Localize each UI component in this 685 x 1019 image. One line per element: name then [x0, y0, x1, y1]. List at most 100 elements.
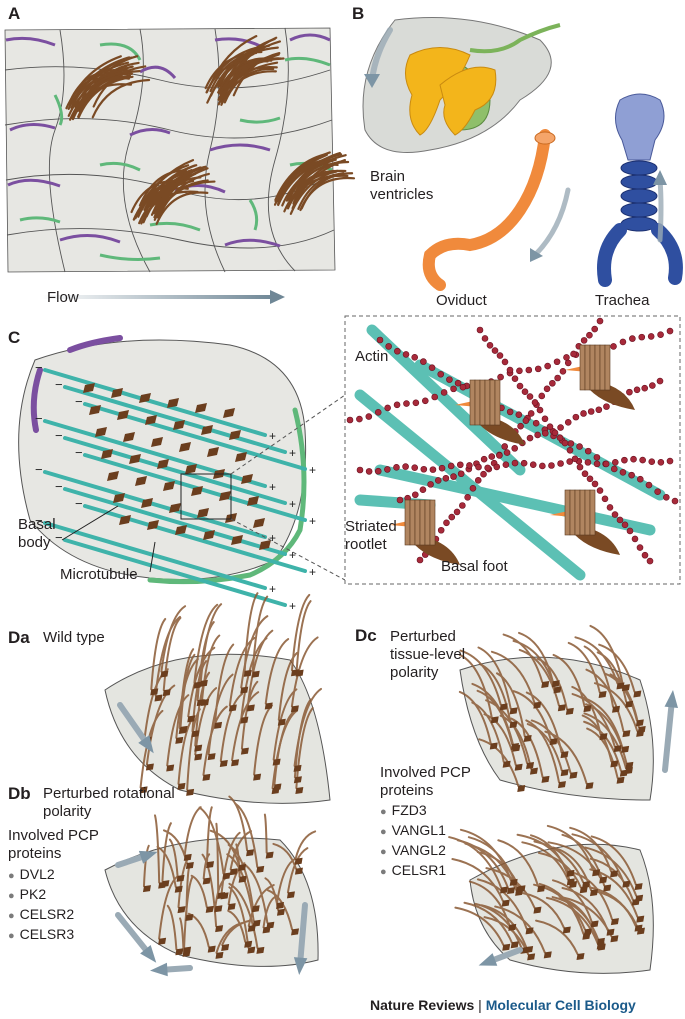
basal-body-label-1: Basal — [18, 516, 56, 533]
basal-body — [583, 705, 592, 713]
basal-body — [533, 906, 542, 914]
cilium — [276, 153, 326, 199]
minus-end-sign: − — [35, 513, 43, 528]
actin-bead — [496, 452, 503, 459]
cilium — [454, 906, 505, 946]
basal-body — [625, 700, 634, 708]
actin-bead — [402, 351, 410, 358]
basal-body — [616, 776, 625, 784]
flow-arrowhead — [150, 962, 168, 977]
cilium — [179, 917, 185, 952]
actin-bead — [365, 468, 373, 475]
cilium — [277, 651, 299, 721]
basal-body — [582, 881, 591, 889]
basal-body — [191, 730, 200, 738]
actin-bead — [666, 327, 674, 335]
basal-body-triplet — [489, 379, 496, 426]
cilium — [214, 643, 235, 724]
basal-body-triplet — [569, 489, 576, 536]
cilium — [448, 836, 503, 889]
basal-body — [167, 398, 179, 408]
actin-bead — [438, 464, 446, 472]
actin-bead — [532, 419, 540, 427]
cilium — [235, 843, 241, 878]
brain-label-1: Brain — [370, 168, 406, 185]
basal-body — [193, 681, 202, 689]
actin-bead — [488, 453, 496, 460]
actin-label: Actin — [355, 348, 389, 365]
actin-bead — [356, 466, 364, 474]
minus-end-sign: − — [35, 360, 43, 375]
cilium — [276, 154, 336, 206]
actin-bead — [549, 379, 556, 387]
actin-bead — [496, 352, 504, 359]
panel-da-title: Wild type — [43, 629, 105, 646]
striated-rootlet-label-2: rootlet — [345, 536, 387, 553]
db-proteins-title-1: Involved PCP — [8, 827, 99, 844]
basal-body — [523, 735, 532, 743]
basal-body — [610, 870, 619, 878]
basal-body — [560, 769, 569, 777]
cilium — [297, 172, 348, 210]
basal-body — [179, 442, 191, 452]
dc-proteins-title-2: proteins — [380, 782, 434, 799]
cilium — [166, 904, 178, 951]
basal-body — [185, 914, 194, 922]
basal-body — [177, 906, 186, 914]
basal-body-triplet — [604, 344, 611, 391]
basal-body — [246, 704, 255, 712]
cilium — [77, 75, 134, 119]
basal-body — [517, 784, 526, 792]
basal-body — [295, 787, 304, 795]
cilium — [232, 51, 281, 97]
basal-body — [265, 851, 274, 859]
cilium — [571, 871, 613, 921]
basal-body — [256, 865, 265, 873]
actin-bead — [527, 410, 535, 417]
panel-dc-title-1: Perturbed — [390, 628, 456, 645]
actin-bead — [531, 399, 539, 406]
actin-bead — [580, 410, 587, 417]
cilium — [586, 727, 619, 779]
basal-body — [231, 759, 240, 767]
cilium — [477, 646, 512, 710]
actin-bead — [511, 375, 519, 382]
microtubule — [83, 504, 307, 573]
panel-a-letter: A — [8, 4, 21, 23]
panel-c-cell — [18, 315, 681, 607]
basal-body — [566, 878, 575, 886]
basal-body — [515, 888, 524, 896]
dc-protein-item: CELSR1 — [380, 861, 446, 881]
basal-body — [502, 760, 511, 768]
actin-bead — [464, 493, 471, 501]
cilium — [287, 154, 347, 202]
actin-bead — [571, 455, 579, 463]
minus-end-sign: − — [55, 428, 63, 443]
actin-bead — [394, 347, 401, 355]
db-proteins-title-2: proteins — [8, 845, 62, 862]
cilium — [227, 909, 247, 943]
actin-bead — [646, 557, 654, 565]
cilium — [156, 845, 177, 888]
actin-bead — [516, 382, 524, 390]
basal-body — [157, 459, 169, 469]
cilium — [458, 690, 492, 745]
cilium — [536, 657, 568, 710]
db-protein-item: CELSR2 — [8, 905, 74, 925]
cilium — [168, 838, 179, 877]
actin-bead — [548, 462, 555, 469]
basal-body — [215, 951, 224, 959]
basal-body — [610, 935, 619, 943]
flow-arrow — [117, 702, 151, 748]
journal-section: Molecular Cell Biology — [485, 997, 636, 1013]
basal-body — [622, 730, 631, 738]
actin-bead — [603, 403, 610, 410]
basal-body — [295, 669, 304, 677]
basal-body — [158, 937, 167, 945]
actin-bead — [484, 464, 491, 472]
basal-body — [240, 747, 249, 755]
basal-body — [579, 886, 588, 894]
basal-body — [241, 474, 253, 484]
actin-bead — [396, 496, 404, 504]
actin-bead — [516, 367, 523, 375]
